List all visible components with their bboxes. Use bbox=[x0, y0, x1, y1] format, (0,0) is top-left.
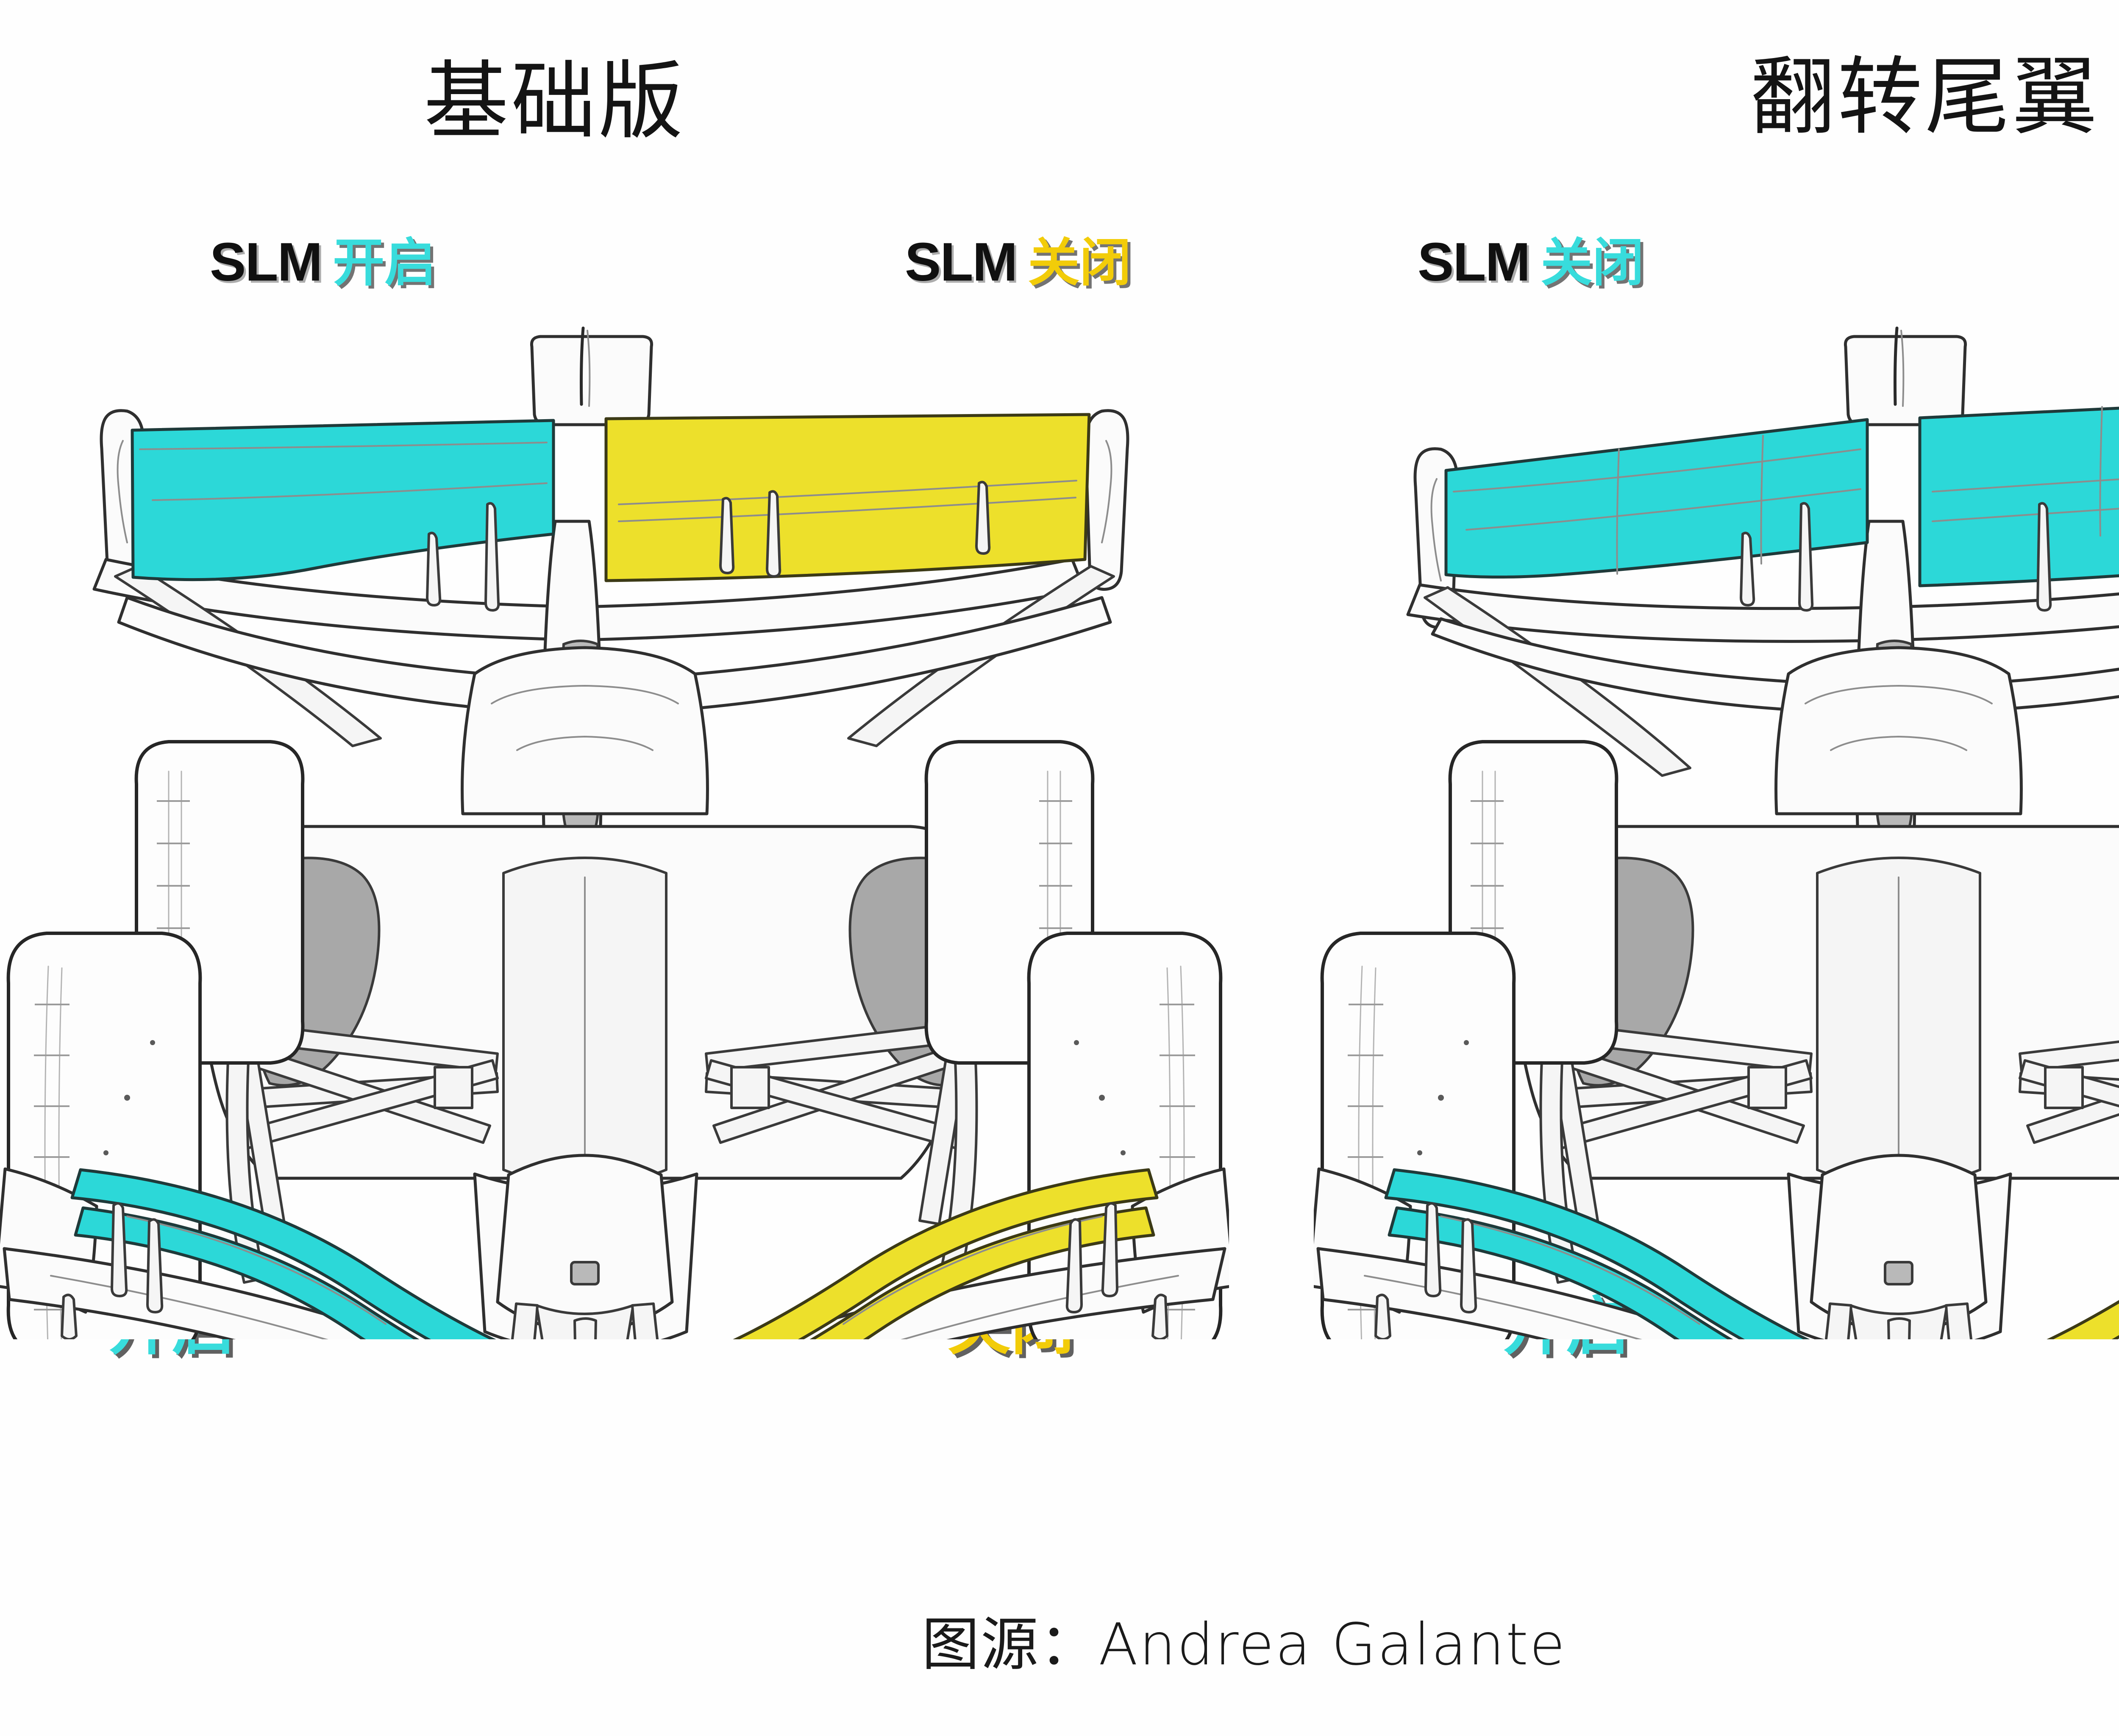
rear-wing-right-flap-flipped bbox=[1918, 406, 2119, 587]
f1-car-front-view-baseline bbox=[0, 326, 1229, 1339]
suspension-left-flipped bbox=[1539, 1021, 1813, 1284]
slm-key-text: SLM bbox=[905, 232, 1018, 292]
slm-value-text: 关闭 bbox=[1028, 233, 1132, 293]
slm-key-text: SLM bbox=[1418, 232, 1530, 292]
panel-title-baseline: 基础版 bbox=[424, 52, 686, 151]
panel-title-flipped: 翻转尾翼 bbox=[1750, 48, 2100, 147]
front-wing-left-flap-baseline bbox=[70, 1168, 496, 1339]
front-wing-left-flap-flipped bbox=[1384, 1168, 1810, 1339]
image-credit: 图源：Andrea Galante bbox=[922, 1611, 1566, 1678]
rear-wing-right-flap-baseline bbox=[604, 413, 1091, 582]
f1-car-front-view-flipped bbox=[1314, 326, 2119, 1339]
slm-value-text: 关闭 bbox=[1541, 233, 1644, 293]
slm-value-text: 开启 bbox=[333, 233, 437, 293]
front-wing-right-flap-flipped bbox=[2047, 1300, 2119, 1339]
front-wing-right-flap-baseline bbox=[733, 1168, 1159, 1339]
slm-key-text: SLM bbox=[210, 232, 323, 292]
